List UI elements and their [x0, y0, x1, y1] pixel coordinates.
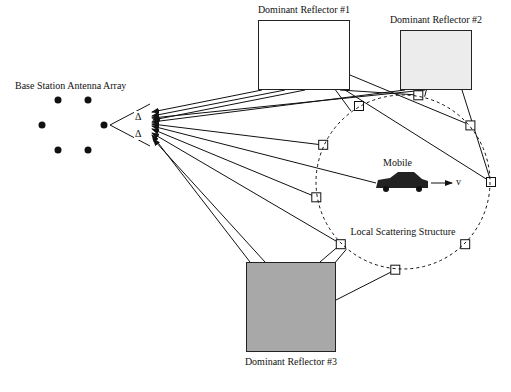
path-arrow: [152, 126, 376, 183]
scatterer: [487, 178, 496, 187]
car-wheel: [383, 186, 389, 192]
scattering-region: Local Scattering Structure: [315, 94, 491, 270]
region-label: Local Scattering Structure: [351, 226, 456, 238]
scatter-line: [340, 90, 418, 95]
scatterers: [312, 91, 496, 274]
velocity-label: v: [455, 176, 462, 188]
scatterer: [391, 265, 400, 274]
scatterer: [336, 240, 345, 249]
scatterer: [461, 240, 470, 249]
region-outline: [315, 94, 491, 270]
reflector-box: Dominant Reflector #3: [243, 262, 340, 368]
scatter-line: [462, 90, 491, 182]
path-arrow: [152, 90, 285, 116]
wedge-line: [110, 104, 150, 125]
reflector-label: Dominant Reflector #3: [245, 356, 337, 368]
path-arrow: [153, 139, 265, 262]
scatter-connector: [336, 249, 347, 262]
reflector-face: [246, 262, 336, 352]
antenna-element: [85, 97, 92, 104]
scatterer: [355, 102, 364, 111]
reflector-box: Dominant Reflector #1: [256, 4, 353, 90]
reflector-face: [258, 20, 350, 90]
path-arrow: [152, 124, 323, 145]
antenna-element: [85, 147, 92, 154]
spacing-symbol: Δ: [134, 111, 142, 123]
antenna-element: [101, 122, 108, 129]
station-label: Base Station Antenna Array: [14, 80, 127, 92]
spacing-symbol: Δ: [134, 128, 142, 140]
car-wheel: [416, 186, 422, 192]
velocity-arrow: [431, 183, 452, 184]
scatter-connector: [336, 90, 351, 111]
spread-wedge: [110, 104, 150, 146]
car-body: [376, 172, 428, 188]
path-arrow: [152, 129, 316, 197]
path-arrow: [152, 90, 405, 122]
mobile-label: Mobile: [382, 157, 413, 169]
antenna-element: [55, 97, 62, 104]
reflector-face: [400, 30, 472, 90]
scatterer: [312, 193, 321, 202]
scatter-paths: [320, 75, 491, 300]
antenna-array: [39, 97, 108, 154]
reflector-box: Dominant Reflector #2: [388, 14, 485, 90]
mobile-car: [376, 172, 428, 192]
path-arrow: [152, 90, 425, 118]
reflector-label: Dominant Reflector #2: [390, 14, 482, 26]
scatter-line: [336, 270, 395, 300]
wedge-line: [110, 125, 150, 146]
scatterer: [414, 91, 423, 100]
antenna-element: [55, 147, 62, 154]
dashed-circle: [316, 95, 490, 269]
scatterer: [466, 121, 475, 130]
scatter-connector: [425, 90, 427, 97]
reflector-label: Dominant Reflector #1: [258, 4, 350, 16]
antenna-element: [39, 122, 46, 129]
